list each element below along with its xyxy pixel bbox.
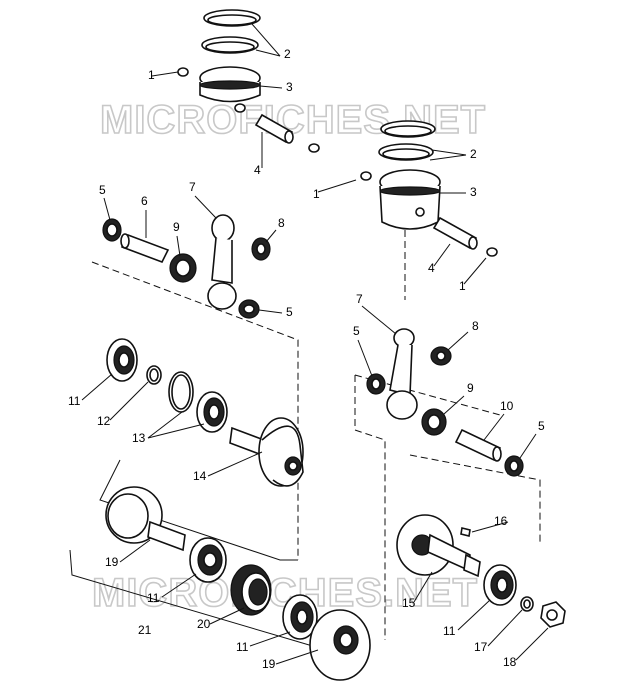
callout-c3a: 3 [286,80,293,94]
leader-lines [81,23,549,665]
callout-c5d: 5 [538,419,545,433]
callout-c4a: 4 [254,163,261,177]
callout-c13: 13 [132,431,146,445]
main-bearing-11-upper [106,338,138,382]
callout-c16: 16 [494,514,508,528]
callout-c20: 20 [197,617,211,631]
callout-c19a: 19 [105,555,119,569]
callout-c4b: 4 [428,261,435,275]
callout-c11d: 11 [236,640,249,654]
callout-c2a: 2 [284,47,291,61]
callout-c1a: 1 [148,68,155,82]
piston-rings-right [378,120,436,161]
crankshaft-half-15 [396,514,481,578]
piston-rings-left [201,9,261,54]
callout-c19b: 19 [262,657,276,671]
nut-18 [540,601,566,628]
washer-5-right-top [366,373,386,395]
callout-c10: 10 [500,399,514,413]
callout-c7b: 7 [356,292,363,306]
wrist-pin-left [254,113,294,144]
callout-c21: 21 [138,623,152,637]
callout-c7a: 7 [189,180,196,194]
piston-left [199,66,261,103]
callout-c5c: 5 [353,324,360,338]
callout-c15: 15 [402,596,416,610]
flywheel-half-19-lower [309,609,371,681]
crankshaft-half-14 [229,417,304,487]
callout-c9b: 9 [467,381,474,395]
callout-c3b: 3 [470,185,477,199]
spacer-ring-12 [146,365,162,385]
callout-c11a: 11 [68,394,81,408]
washer-5-left-bottom [238,299,260,319]
callout-c2b: 2 [470,147,477,161]
wrist-pin-right [432,216,478,250]
crankpin-right [454,428,502,462]
washer-5-left-top [102,218,122,242]
woodruff-key-16 [460,527,471,537]
needle-bearing-9-left [169,253,197,283]
bearing-13 [196,391,228,433]
circlips-right [360,171,498,257]
callout-c6: 6 [141,194,148,208]
washer-17 [520,596,534,612]
conrod-left [207,214,237,310]
small-end-bearing-8-left [251,237,271,261]
callout-c11b: 11 [147,591,160,605]
piston-right [379,169,441,230]
seal-ring-13 [168,371,194,413]
circlips-left [177,67,320,153]
labyrinth-seal-20 [230,564,272,616]
callout-c11c: 11 [443,624,456,638]
needle-bearing-9-right [421,408,447,436]
callout-c9a: 9 [173,220,180,234]
conrod-right [386,328,418,420]
callout-c8b: 8 [472,319,479,333]
main-bearing-11-lower [282,594,318,640]
flywheel-half-19-upper [105,486,186,552]
callout-c5b: 5 [286,305,293,319]
callout-c12: 12 [97,414,111,428]
main-bearing-11-pto [189,537,227,583]
callout-c14: 14 [193,469,207,483]
callout-c1b: 1 [313,187,320,201]
crankpin-left [120,233,170,264]
callout-c17: 17 [474,640,488,654]
callout-c8a: 8 [278,216,285,230]
callout-c1c: 1 [459,279,466,293]
main-bearing-11-right [483,564,517,606]
washer-5-right-bottom [504,455,524,477]
callout-c5a: 5 [99,183,106,197]
small-end-bearing-8-right [430,346,452,366]
callout-c18: 18 [503,655,517,669]
